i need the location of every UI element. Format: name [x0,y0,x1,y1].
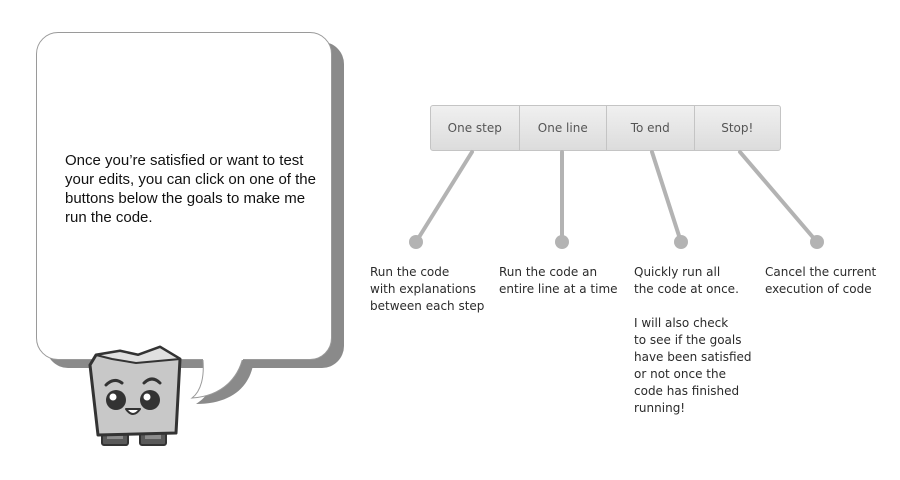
speech-bubble-tail [190,351,254,404]
speech-bubble-text: Once you’re satisfied or want to test yo… [65,152,316,226]
one-line-description: Run the code an entire line at a time [499,265,618,296]
one-step-connector-dot [409,235,423,249]
to-end-connector [650,150,683,244]
mascot-mouth [125,408,141,415]
stop-connector-dot [810,235,824,249]
stop-button[interactable]: Stop! [721,121,754,135]
run-controls-toolbar: One step One line To end Stop! [430,105,781,151]
speech-bubble-tail-join [203,352,243,360]
to-end-connector-dot [674,235,688,249]
one-line-button[interactable]: One line [520,106,607,150]
one-step-button[interactable]: One step [431,106,520,150]
to-end-description: Quickly run all the code at once. I will… [634,265,752,415]
stop-connector [738,150,819,244]
mascot-character [88,345,182,446]
one-line-connector-dot [555,235,569,249]
speech-bubble: Once you’re satisfied or want to test yo… [36,32,332,360]
one-step-description: Run the code with explanations between e… [370,265,485,313]
stop-description: Cancel the current execution of code [765,265,877,296]
to-end-button[interactable]: To end [607,106,695,150]
one-step-connector [414,150,474,244]
